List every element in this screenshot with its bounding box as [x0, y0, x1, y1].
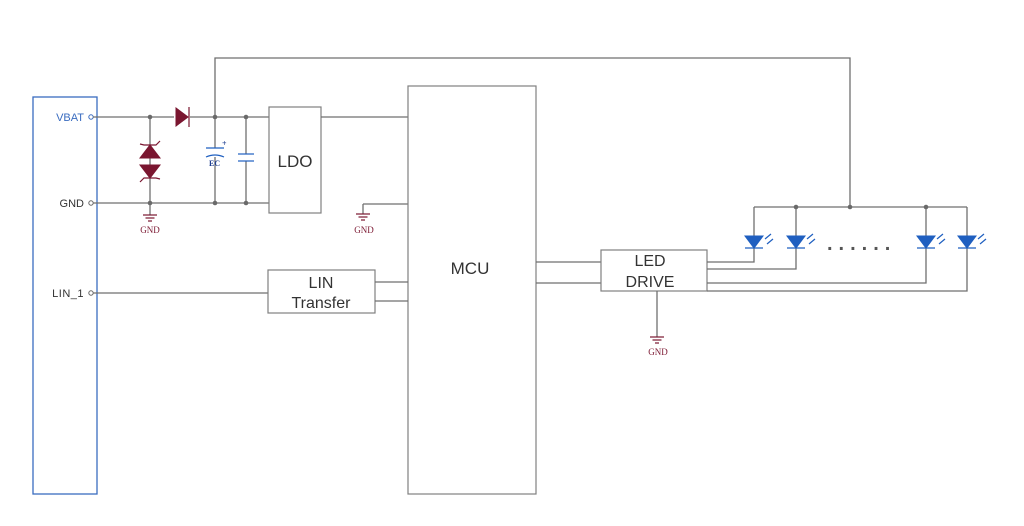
led-icon — [957, 233, 987, 249]
junction-dot — [212, 114, 218, 120]
led-drive-label-line1: LED — [634, 253, 665, 270]
connector-body — [32, 96, 98, 495]
led-icon — [744, 233, 774, 249]
junction-dot — [243, 200, 249, 206]
junction-dot — [147, 200, 153, 206]
ground-symbol-led-drive: GND — [648, 336, 668, 357]
capacitor-polarity: + — [222, 139, 227, 148]
tvs-diode — [138, 117, 162, 215]
capacitor-label: EC — [209, 159, 220, 168]
mcu-label: MCU — [451, 259, 490, 278]
pin-vbat-label: VBAT — [56, 112, 84, 124]
wire-drive-to-led-3 — [707, 248, 927, 284]
pin-gnd-terminal — [88, 200, 94, 206]
pin-vbat-terminal — [88, 114, 94, 120]
ground-symbol-tvs: GND — [140, 214, 160, 235]
junction-dot — [847, 204, 853, 210]
lin-transfer-label-line1: LIN — [309, 275, 334, 292]
led-drive-label-line2: DRIVE — [626, 274, 675, 291]
junction-dot — [793, 204, 799, 210]
ground-symbol-mcu: GND — [354, 213, 374, 235]
lin-transfer-block — [267, 269, 376, 314]
pin-gnd-label: GND — [60, 198, 85, 210]
electrolytic-capacitor: + EC — [205, 117, 227, 203]
wire-drive-to-led-1 — [707, 248, 755, 263]
junction-dot — [147, 114, 153, 120]
wire-drive-to-led-4 — [707, 248, 968, 292]
ground-label-led-drive: GND — [648, 347, 668, 357]
lin-transfer-label-line2: Transfer — [292, 295, 352, 312]
led-icon — [916, 233, 946, 249]
led-ellipsis: ...... — [827, 233, 896, 255]
ground-label-mcu: GND — [354, 225, 374, 235]
junction-dot — [923, 204, 929, 210]
junction-dot — [212, 200, 218, 206]
ceramic-capacitor — [238, 117, 254, 203]
wire-drive-to-led-2 — [707, 248, 797, 270]
wire-vbat-to-leds — [214, 57, 851, 207]
pin-lin-label: LIN_1 — [52, 288, 84, 300]
mcu-block — [407, 85, 537, 495]
led-drive-block — [600, 249, 708, 292]
pin-lin-terminal — [88, 290, 94, 296]
ground-label-tvs: GND — [140, 225, 160, 235]
diode — [175, 107, 190, 127]
led-icon — [786, 233, 816, 249]
junction-dot — [243, 114, 249, 120]
ldo-block — [268, 106, 322, 214]
ldo-label: LDO — [278, 152, 313, 171]
